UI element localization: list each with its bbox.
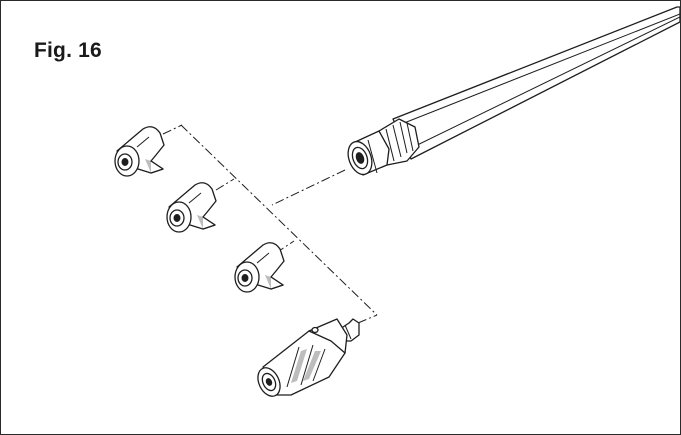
turbo-nozzle	[257, 318, 360, 397]
figure-label: Fig. 16	[34, 39, 102, 62]
nozzle-tip-2	[166, 182, 217, 233]
assembly-leader-lines	[162, 124, 378, 324]
nozzle-tip-3	[234, 242, 285, 293]
spray-wand	[347, 6, 680, 176]
nozzle-tip-1	[114, 126, 165, 177]
